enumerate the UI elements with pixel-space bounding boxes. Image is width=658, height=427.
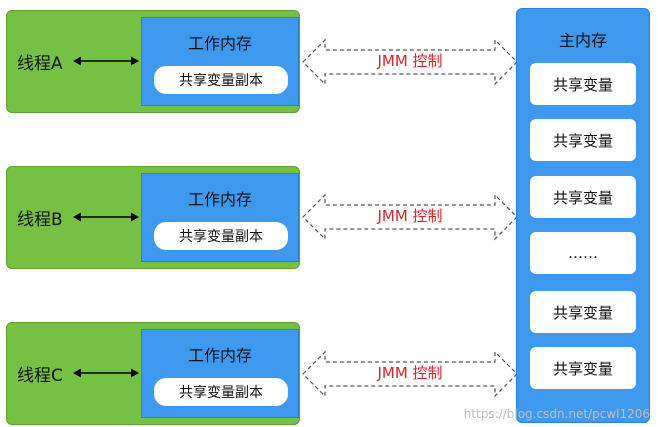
watermark: https://blog.csdn.net/pcwl1206 [463, 407, 650, 421]
shared-variable-copy: 共享变量副本 [154, 222, 288, 250]
shared-variable-copy: 共享变量副本 [154, 378, 288, 406]
shared-variable-copy: 共享变量副本 [154, 66, 288, 94]
thread-c-work-memory: 工作内存 共享变量副本 [141, 329, 299, 418]
thread-b-box: 线程B 工作内存 共享变量副本 [6, 166, 300, 269]
jmm-label: JMM 控制 [377, 52, 443, 70]
thread-b-work-memory: 工作内存 共享变量副本 [141, 173, 299, 262]
ellipsis-item: …… [530, 232, 636, 274]
jmm-label: JMM 控制 [377, 207, 443, 225]
thread-a-box: 线程A 工作内存 共享变量副本 [6, 10, 300, 113]
shared-variable-3: 共享变量 [530, 176, 636, 218]
shared-variable-2: 共享变量 [530, 119, 636, 161]
thread-a-work-memory: 工作内存 共享变量副本 [141, 17, 299, 106]
shared-variable-4: 共享变量 [530, 291, 636, 333]
work-memory-title: 工作内存 [187, 34, 252, 53]
shared-variable-1: 共享变量 [530, 63, 636, 105]
thread-a-label: 线程A [17, 54, 63, 74]
main-memory-box: 主内存 共享变量 共享变量 共享变量 …… 共享变量 共享变量 [516, 8, 650, 423]
jmm-control-2: JMM 控制 [300, 187, 520, 247]
thread-b-label: 线程B [17, 210, 63, 230]
shared-variable-5: 共享变量 [530, 347, 636, 389]
work-memory-title: 工作内存 [187, 346, 252, 365]
double-arrow-icon [73, 212, 139, 222]
thread-c-box: 线程C 工作内存 共享变量副本 [6, 322, 300, 425]
work-memory-title: 工作内存 [187, 190, 252, 209]
jmm-control-1: JMM 控制 [300, 32, 520, 92]
double-arrow-icon [73, 368, 139, 378]
thread-c-label: 线程C [17, 366, 63, 386]
main-memory-title: 主内存 [558, 31, 607, 50]
jmm-label: JMM 控制 [377, 364, 443, 382]
jmm-control-3: JMM 控制 [300, 344, 520, 404]
double-arrow-icon [73, 56, 139, 66]
